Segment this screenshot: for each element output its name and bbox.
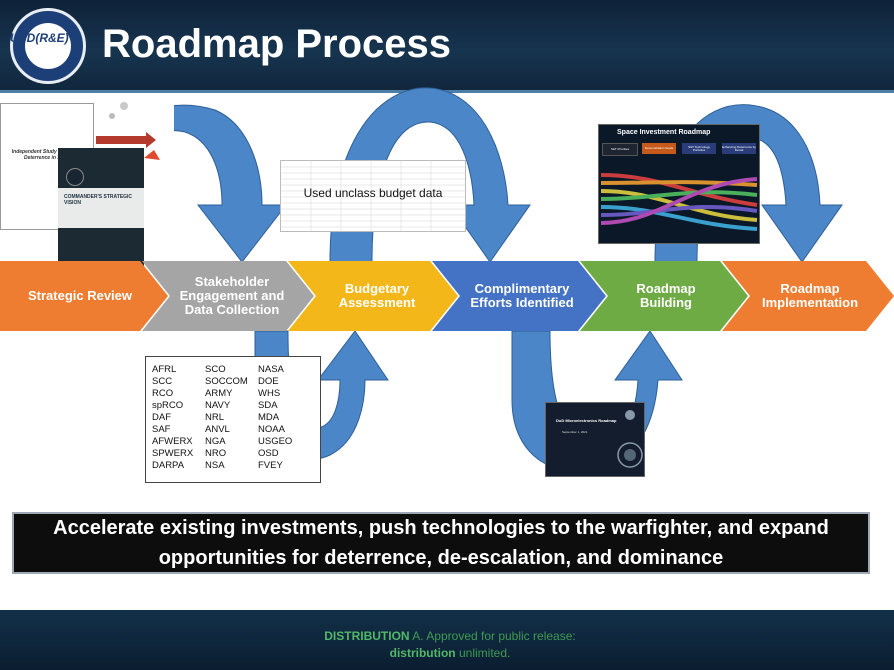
cover-title: COMMANDER'S STRATEGIC VISION	[64, 194, 133, 206]
org-item: DAF	[152, 412, 171, 423]
distribution-bold: distribution	[389, 646, 456, 660]
slide-title: Space Investment Roadmap	[617, 129, 711, 136]
org-item: spRCO	[152, 400, 184, 411]
budget-spreadsheet-image	[280, 160, 466, 232]
stakeholder-organizations-box	[145, 356, 321, 483]
org-item: NASA	[258, 364, 284, 375]
org-column-2: SCO SOCCOM ARMY NAVY NRL ANVL NGA NRO NS…	[205, 364, 248, 472]
step-label-complimentary: Complimentary Efforts Identified	[470, 281, 574, 310]
org-item: ANVL	[205, 424, 230, 435]
org-item: NRL	[205, 412, 225, 423]
distribution-statement: DISTRIBUTION A. Approved for public rele…	[300, 628, 600, 662]
microelectronics-title: DoD Microelectronics Roadmap	[556, 418, 617, 423]
study-document-title: Independent Study on Plan for Deterrence…	[11, 149, 85, 161]
microelectronics-graphic	[617, 410, 643, 468]
org-item: AFWERX	[152, 436, 193, 447]
slide-step-1: S&T Priorities	[602, 143, 638, 156]
mission-line-2: opportunities for deterrence, de-escalat…	[158, 547, 724, 569]
org-item: DOE	[258, 376, 279, 387]
chevron-roadmap-building	[580, 261, 748, 331]
distribution-end: unlimited.	[455, 646, 511, 660]
microelectronics-roadmap-slide	[545, 402, 645, 477]
org-item: SCC	[152, 376, 173, 387]
chevron-stakeholder	[142, 261, 314, 331]
org-item: MDA	[258, 412, 280, 423]
space-investment-roadmap-slide	[598, 124, 760, 244]
spreadsheet-grid	[281, 161, 465, 231]
distribution-label: DISTRIBUTION	[324, 629, 410, 643]
process-chevrons	[0, 261, 894, 331]
mission-line-1: Accelerate existing investments, push te…	[53, 517, 829, 539]
footer-bar	[0, 610, 894, 670]
org-item: NRO	[205, 448, 227, 459]
org-item: AFRL	[152, 364, 177, 375]
chevron-complimentary	[432, 261, 606, 331]
org-item: SOCCOM	[205, 376, 248, 387]
red-arrow-graphic	[96, 136, 146, 144]
mission-statement: Accelerate existing investments, push te…	[12, 512, 870, 574]
org-item: NGA	[205, 436, 226, 447]
org-item: RCO	[152, 388, 174, 399]
mission-banner	[12, 512, 870, 574]
org-item: NOAA	[258, 424, 285, 435]
org-item: USGEO	[258, 436, 293, 447]
page-title: Roadmap Process	[102, 22, 452, 66]
distribution-text: A. Approved for public release:	[412, 629, 576, 643]
dod-seal-logo	[10, 8, 86, 84]
space-command-emblem-icon	[66, 168, 84, 186]
step-label-roadmap-implementation: Roadmap Implementation	[761, 281, 859, 310]
chevron-budgetary	[288, 261, 458, 331]
org-item: ARMY	[205, 388, 233, 399]
chevron-strategic-review	[0, 261, 168, 331]
roadmap-flow-diagram	[600, 173, 758, 231]
org-item: OSD	[258, 448, 279, 459]
budget-data-caption: Used unclass budget data	[303, 186, 443, 200]
seal-center	[25, 23, 71, 69]
org-item: SCO	[205, 364, 226, 375]
chevron-roadmap-implementation	[722, 261, 894, 331]
arc-arrow-3	[329, 87, 531, 263]
org-item: NSA	[205, 460, 225, 471]
org-item: DARPA	[152, 460, 185, 471]
org-column-1: AFRL SCC RCO spRCO DAF SAF AFWERX SPWERX…	[152, 364, 193, 472]
org-item: SAF	[152, 424, 171, 435]
cover-title-band	[58, 188, 144, 228]
org-item: NAVY	[205, 400, 231, 411]
microelectronics-date: September 1, 2021	[562, 430, 588, 434]
step-label-budgetary: Budgetary Assessment	[338, 281, 416, 310]
seal-label: USD(R&E)	[10, 31, 69, 45]
slide-step-3: S&T Technology Portfolios	[682, 143, 716, 154]
step-label-roadmap-building: Roadmap Building	[636, 281, 696, 310]
slide-step-4: Enhancing Deterrence by Denial	[722, 143, 756, 154]
commanders-vision-cover: COMMANDER'S STRATEGIC VISION USSPACECOM	[58, 148, 144, 270]
org-item: FVEY	[258, 460, 283, 471]
step-label-stakeholder: Stakeholder Engagement and Data Collecti…	[179, 274, 285, 317]
org-item: SDA	[258, 400, 278, 411]
org-column-3: NASA DOE WHS SDA MDA NOAA USGEO OSD FVEY	[258, 364, 292, 472]
org-item: SPWERX	[152, 448, 194, 459]
slide-step-2: Demonstration Goals	[642, 143, 676, 154]
org-item: WHS	[258, 388, 281, 399]
header-bar	[0, 0, 894, 92]
step-label-strategic-review: Strategic Review	[27, 288, 133, 303]
